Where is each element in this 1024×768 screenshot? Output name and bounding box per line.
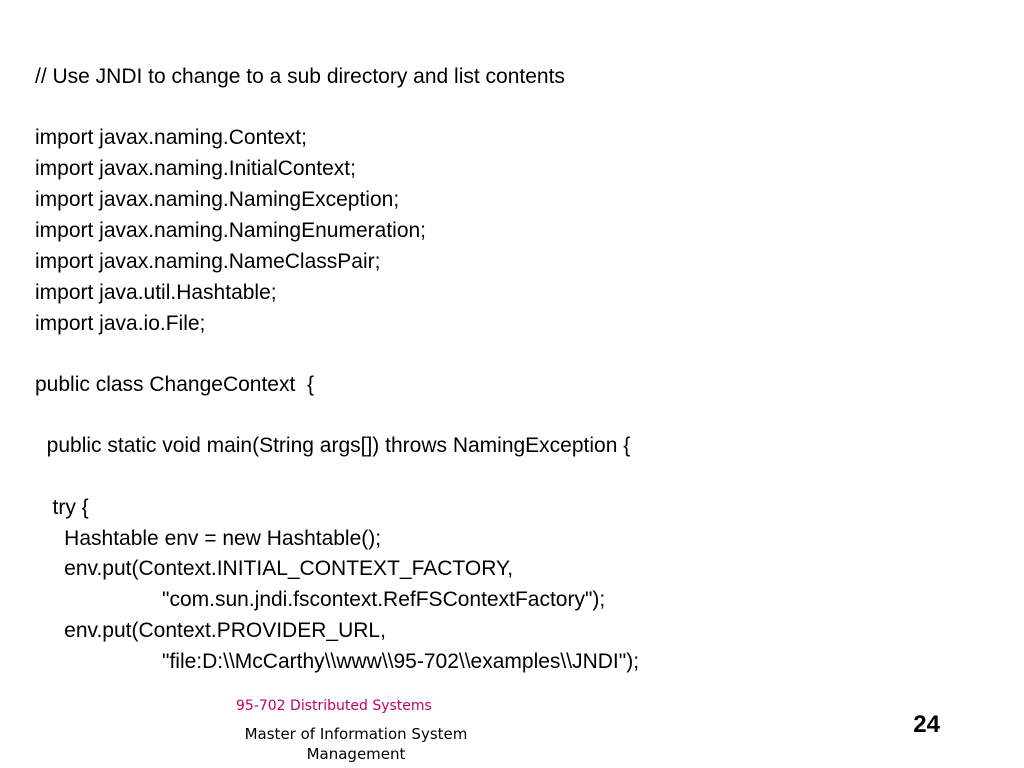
- code-method-line: public static void main(String args[]) t…: [35, 434, 631, 457]
- footer-program-name: Master of Information System Management: [244, 725, 468, 763]
- code-string-line: "com.sun.jndi.fscontext.RefFSContextFact…: [162, 588, 606, 611]
- code-statement-line: env.put(Context.PROVIDER_URL,: [35, 619, 386, 642]
- code-statement-line: env.put(Context.INITIAL_CONTEXT_FACTORY,: [35, 557, 514, 580]
- code-import-line: import java.io.File;: [35, 312, 206, 335]
- code-import-line: import javax.naming.NameClassPair;: [35, 250, 381, 273]
- code-import-line: import javax.naming.NamingEnumeration;: [35, 219, 427, 242]
- code-import-line: import javax.naming.Context;: [35, 126, 307, 149]
- code-comment-line: // Use JNDI to change to a sub directory…: [35, 65, 565, 88]
- code-import-line: import javax.naming.NamingException;: [35, 188, 400, 211]
- code-class-line: public class ChangeContext {: [35, 373, 314, 396]
- code-try-line: try {: [35, 496, 89, 519]
- footer-course-title: 95-702 Distributed Systems: [236, 698, 432, 714]
- code-statement-line: Hashtable env = new Hashtable();: [35, 527, 382, 550]
- code-string-line: "file:D:\\McCarthy\\www\\95-702\\example…: [162, 650, 640, 673]
- code-import-line: import javax.naming.InitialContext;: [35, 157, 356, 180]
- code-import-line: import java.util.Hashtable;: [35, 281, 277, 304]
- page-number: 24: [913, 711, 940, 738]
